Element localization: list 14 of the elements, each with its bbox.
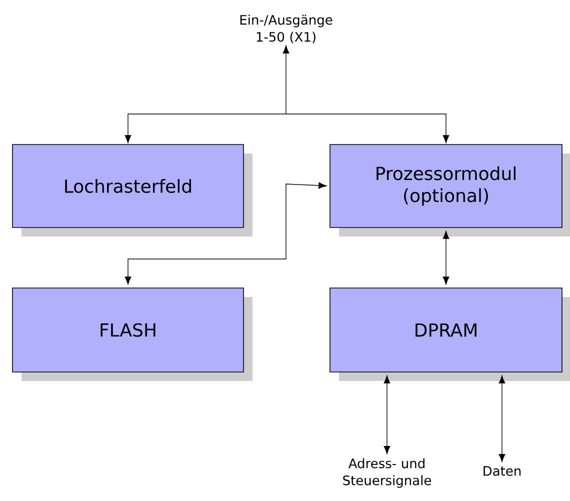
block-box: Lochrasterfeld xyxy=(12,144,244,228)
signal-label: Daten xyxy=(484,466,521,476)
block-box: Prozessormodul (optional) xyxy=(330,144,562,228)
arrow xyxy=(124,114,286,144)
arrow xyxy=(286,114,450,144)
arrow xyxy=(498,375,506,462)
signal-label: Ein-/Ausgänge 1-50 (X1) xyxy=(240,14,332,44)
block-box: DPRAM xyxy=(330,288,562,372)
signal-label: Adress- und Steuersignale xyxy=(343,458,432,488)
arrow xyxy=(384,375,390,454)
arrow xyxy=(124,182,327,285)
block-box: FLASH xyxy=(12,288,244,372)
arrow xyxy=(442,230,450,285)
arrow xyxy=(282,46,290,114)
